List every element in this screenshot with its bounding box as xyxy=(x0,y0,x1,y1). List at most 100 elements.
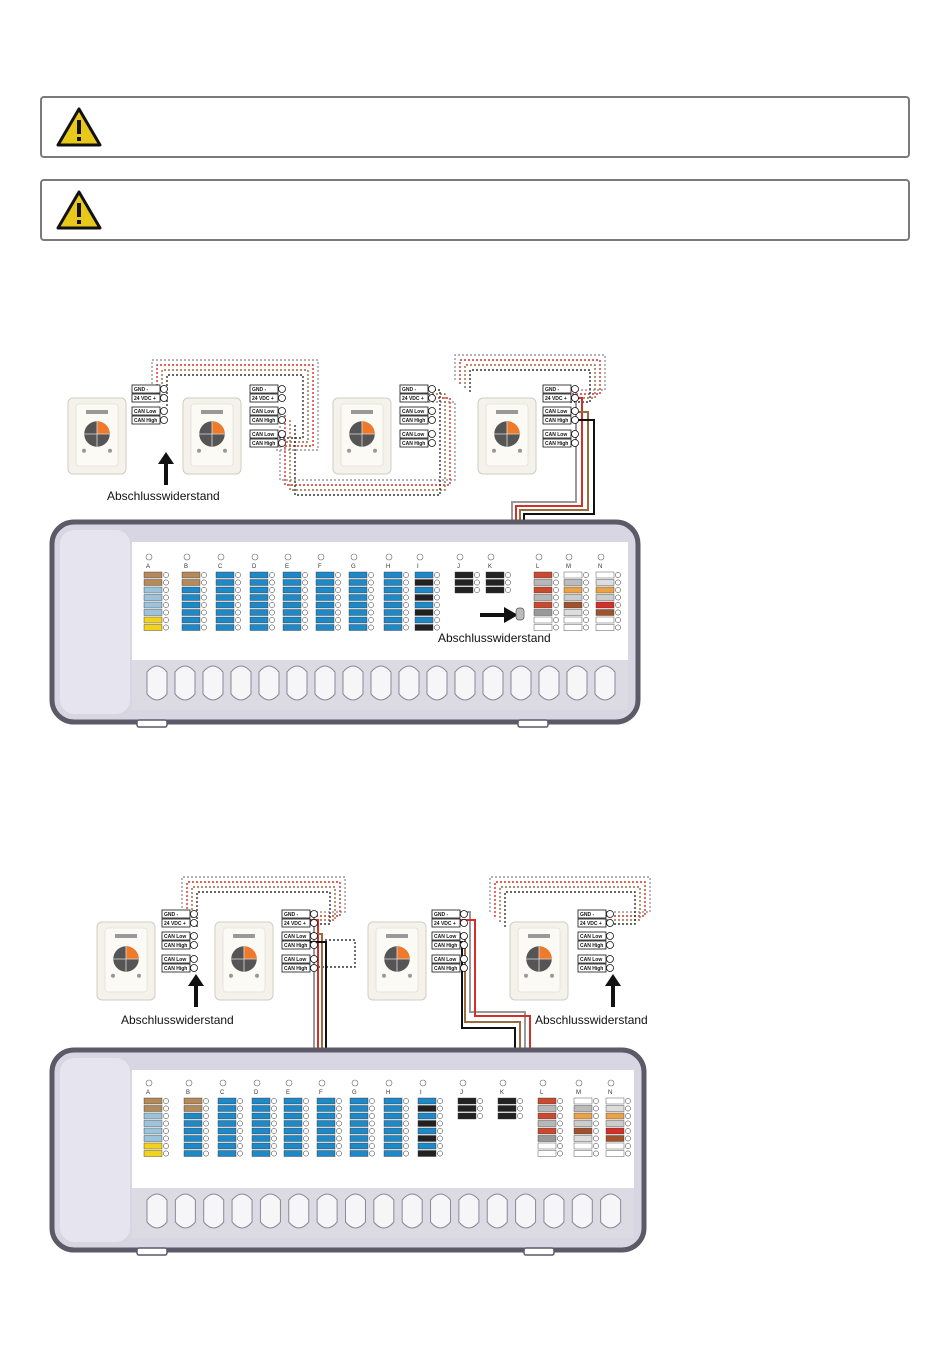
status-led xyxy=(385,553,393,561)
terminal-slot xyxy=(537,1150,557,1157)
terminal-slot xyxy=(417,1127,437,1135)
status-led xyxy=(419,1079,427,1087)
screw-terminal xyxy=(278,394,286,402)
terminal-slot xyxy=(349,1097,369,1105)
resistor-label-2: Abschlusswiderstand xyxy=(438,631,551,645)
terminal-slot xyxy=(143,1112,163,1120)
left-cover xyxy=(60,530,130,714)
terminal-slot xyxy=(282,601,302,609)
cable-clip xyxy=(203,1193,225,1229)
terminal-slot xyxy=(315,579,335,586)
terminal-slot xyxy=(605,1150,625,1157)
terminal-slot xyxy=(349,1105,369,1112)
terminal-label: CAN Low xyxy=(252,432,274,438)
terminal-slot xyxy=(282,624,302,631)
terminal-slot xyxy=(414,579,434,586)
screw-terminal xyxy=(310,910,318,918)
status-led xyxy=(539,1079,547,1087)
terminal-slot xyxy=(537,1142,557,1150)
status-led xyxy=(145,1079,153,1087)
terminal-label: CAN High xyxy=(252,418,275,424)
terminal-slot xyxy=(595,609,615,616)
terminal-slot xyxy=(383,624,403,631)
terminal-slot xyxy=(349,1112,369,1120)
terminal-slot xyxy=(573,1142,593,1150)
terminal-slot xyxy=(605,1097,625,1105)
terminal-label: CAN Low xyxy=(134,409,156,415)
terminal-slot xyxy=(417,1120,437,1127)
cable-clip xyxy=(486,1193,508,1229)
terminal-slot xyxy=(249,624,269,631)
cable-clip xyxy=(510,665,532,701)
terminal-slot xyxy=(605,1120,625,1127)
terminal-slot xyxy=(417,1112,437,1120)
screw-terminal xyxy=(571,416,579,424)
terminal-slot xyxy=(537,1120,557,1127)
terminal-slot xyxy=(143,1127,163,1135)
terminal-slot xyxy=(315,571,335,579)
bus-terminal-block: GND -24 VDC + xyxy=(577,909,614,928)
terminal-slot xyxy=(143,601,163,609)
terminal-label: 24 VDC + xyxy=(545,396,567,402)
screw-terminal xyxy=(160,394,168,402)
column-label: D xyxy=(254,1090,259,1096)
terminal-slot xyxy=(251,1142,271,1150)
status-led xyxy=(565,553,573,561)
terminal-slot xyxy=(217,1097,237,1105)
status-led xyxy=(284,553,292,561)
terminal-slot xyxy=(249,586,269,594)
terminal-slot xyxy=(563,624,583,631)
column-label: M xyxy=(576,1090,581,1096)
warning-box-2 xyxy=(40,179,910,241)
terminal-slot xyxy=(315,609,335,616)
status-led xyxy=(535,553,543,561)
terminal-label: 24 VDC + xyxy=(134,396,156,402)
screw-terminal xyxy=(190,919,198,927)
terminating-resistor xyxy=(515,607,525,621)
terminal-slot xyxy=(454,579,474,586)
terminal-label: CAN Low xyxy=(580,934,602,940)
warning-triangle-icon xyxy=(56,190,102,230)
status-led xyxy=(318,1079,326,1087)
screw-terminal xyxy=(606,919,614,927)
terminal-label: CAN Low xyxy=(252,409,274,415)
terminal-slot xyxy=(349,1142,369,1150)
terminal-slot xyxy=(485,571,505,579)
terminal-slot xyxy=(605,1142,625,1150)
screw-terminal xyxy=(571,439,579,447)
terminal-label: CAN Low xyxy=(434,934,456,940)
terminal-slot xyxy=(383,616,403,624)
terminal-slot xyxy=(348,601,368,609)
terminal-slot xyxy=(537,1135,557,1142)
terminal-slot xyxy=(251,1127,271,1135)
screw-terminal xyxy=(310,955,318,963)
terminal-slot xyxy=(316,1120,336,1127)
room-thermostat xyxy=(96,921,156,1001)
mounting-tab xyxy=(136,719,168,728)
status-led xyxy=(219,1079,227,1087)
terminal-slot xyxy=(533,594,553,601)
column-label: H xyxy=(386,564,390,570)
terminal-slot xyxy=(143,579,163,586)
terminal-slot xyxy=(282,609,302,616)
screw-terminal xyxy=(278,439,286,447)
room-thermostat xyxy=(214,921,274,1001)
screw-terminal xyxy=(310,919,318,927)
status-led xyxy=(285,1079,293,1087)
screw-terminal xyxy=(428,416,436,424)
terminal-label: CAN Low xyxy=(284,934,306,940)
room-thermostat xyxy=(367,921,427,1001)
terminal-slot xyxy=(316,1150,336,1157)
column-label: E xyxy=(286,1090,290,1096)
terminal-slot xyxy=(316,1142,336,1150)
terminal-slot xyxy=(183,1135,203,1142)
terminal-slot xyxy=(417,1135,437,1142)
